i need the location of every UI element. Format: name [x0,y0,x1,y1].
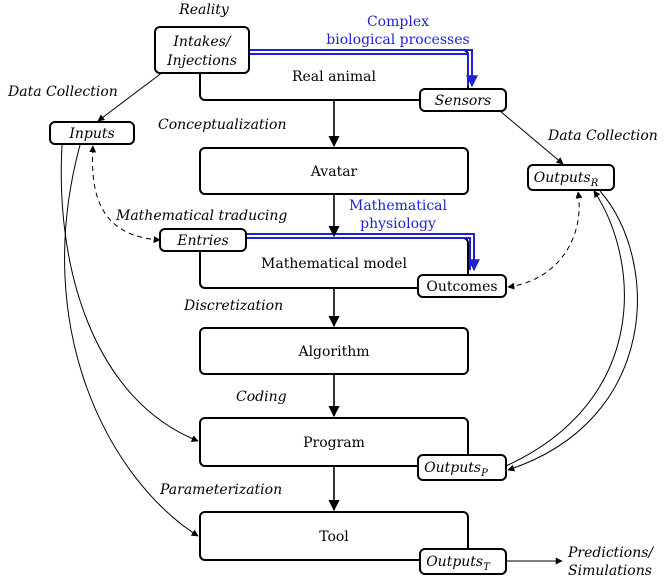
intakes-injections-box [154,26,250,74]
conceptualization-label: Conceptualization [158,117,286,133]
sensors-label: Sensors [435,93,491,109]
entries-label: Entries [176,233,229,249]
outputs-p-sub: P [480,468,488,479]
outputs-p-box [417,454,507,481]
outputs-p-label: OutputsP [424,460,488,479]
arrow-inputs-to-program [60,144,199,442]
outcomes-box [417,274,507,298]
math-physiology-label-line1: Mathematical [349,198,448,214]
outputs-r-label: OutputsR [534,170,599,189]
reality-label: Reality [178,2,230,18]
math-physiology-arrow-inner [246,237,471,270]
math-physiology-label-line2: physiology [360,216,436,232]
data-collection-right-label: Data Collection [547,128,658,144]
outputs-p-main: Outputs [424,460,481,476]
complex-process-arrow [248,49,478,88]
mathematical-traducing-label: Mathematical traducing [115,208,287,224]
program-label: Program [303,435,365,451]
inputs-box [49,121,135,145]
predictions-label-line1: Predictions/ [567,545,654,561]
tool-label: Tool [319,529,349,545]
complex-process-arrow-inner [248,53,469,86]
arrow-intakes-to-inputs [97,71,164,122]
avatar-label: Avatar [310,164,358,180]
outcomes-label: Outcomes [426,279,497,295]
outputs-t-sub: T [483,562,491,573]
outputs-r-sub: R [590,178,599,189]
dashed-outcomes-outputs-r [507,191,583,290]
intakes-label-line2: Injections [166,53,237,69]
sensors-box [419,88,507,112]
complex-label-line1: Complex [367,14,429,30]
real-animal-label: Real animal [292,69,377,85]
intakes-label-line1: Intakes/ [172,34,231,50]
algorithm-label: Algorithm [297,344,369,360]
data-collection-left-label: Data Collection [7,84,118,100]
complex-label-line2: biological processes [326,32,469,48]
outputs-r-box [527,164,615,191]
arrow-sensors-to-outputs-r [499,110,564,165]
tool-box [199,511,469,561]
predictions-label-line2: Simulations [568,563,652,579]
discretization-label: Discretization [183,298,283,314]
outputs-t-label: OutputsT [426,554,491,573]
arrow-outputs-p-to-outputs-r [505,190,625,467]
program-box [199,417,469,467]
parameterization-label: Parameterization [159,482,282,498]
outputs-t-main: Outputs [426,554,483,570]
math-physiology-arrow [246,233,480,272]
avatar-box [199,147,469,195]
arrow-outputs-r-to-outputs-p [507,190,638,472]
outputs-r-main: Outputs [534,170,591,186]
arrow-inputs-to-tool [64,144,199,537]
inputs-label: Inputs [68,126,114,142]
coding-label: Coding [236,389,287,405]
dashed-inputs-entries [89,145,161,244]
algorithm-box [199,327,469,375]
mathematical-model-label: Mathematical model [261,256,407,272]
